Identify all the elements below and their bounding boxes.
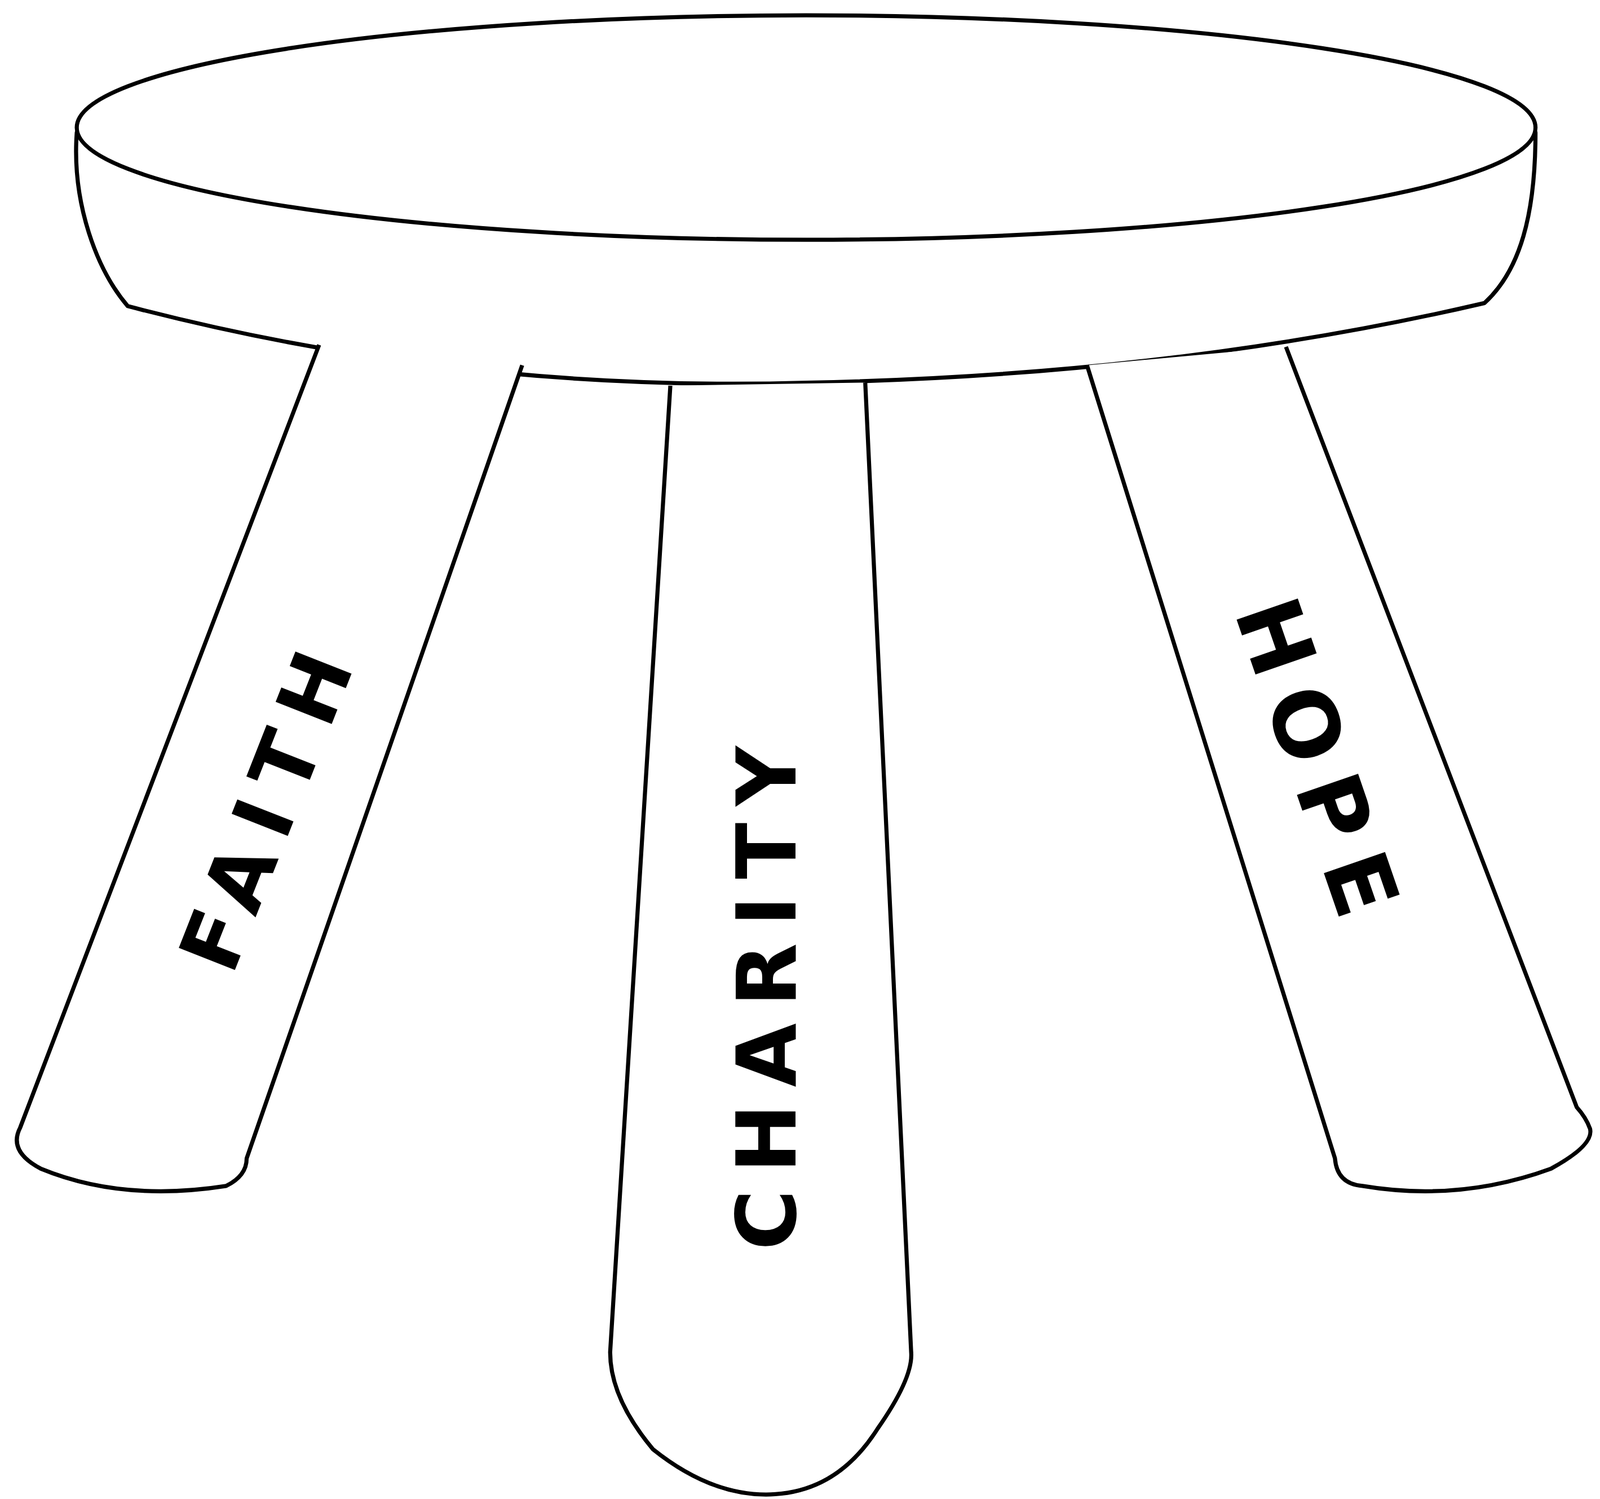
- seat-top: [76, 15, 1536, 240]
- leg-outline-path: [16, 345, 523, 1192]
- stool-leg: HOPE: [1081, 341, 1595, 1206]
- stool-leg: CHARITY: [606, 379, 917, 1499]
- stool-leg: FAITH: [7, 341, 526, 1204]
- leg-label: CHARITY: [726, 729, 810, 1267]
- leg-outline-path: [610, 382, 912, 1495]
- leg-outline-path: [1086, 346, 1591, 1191]
